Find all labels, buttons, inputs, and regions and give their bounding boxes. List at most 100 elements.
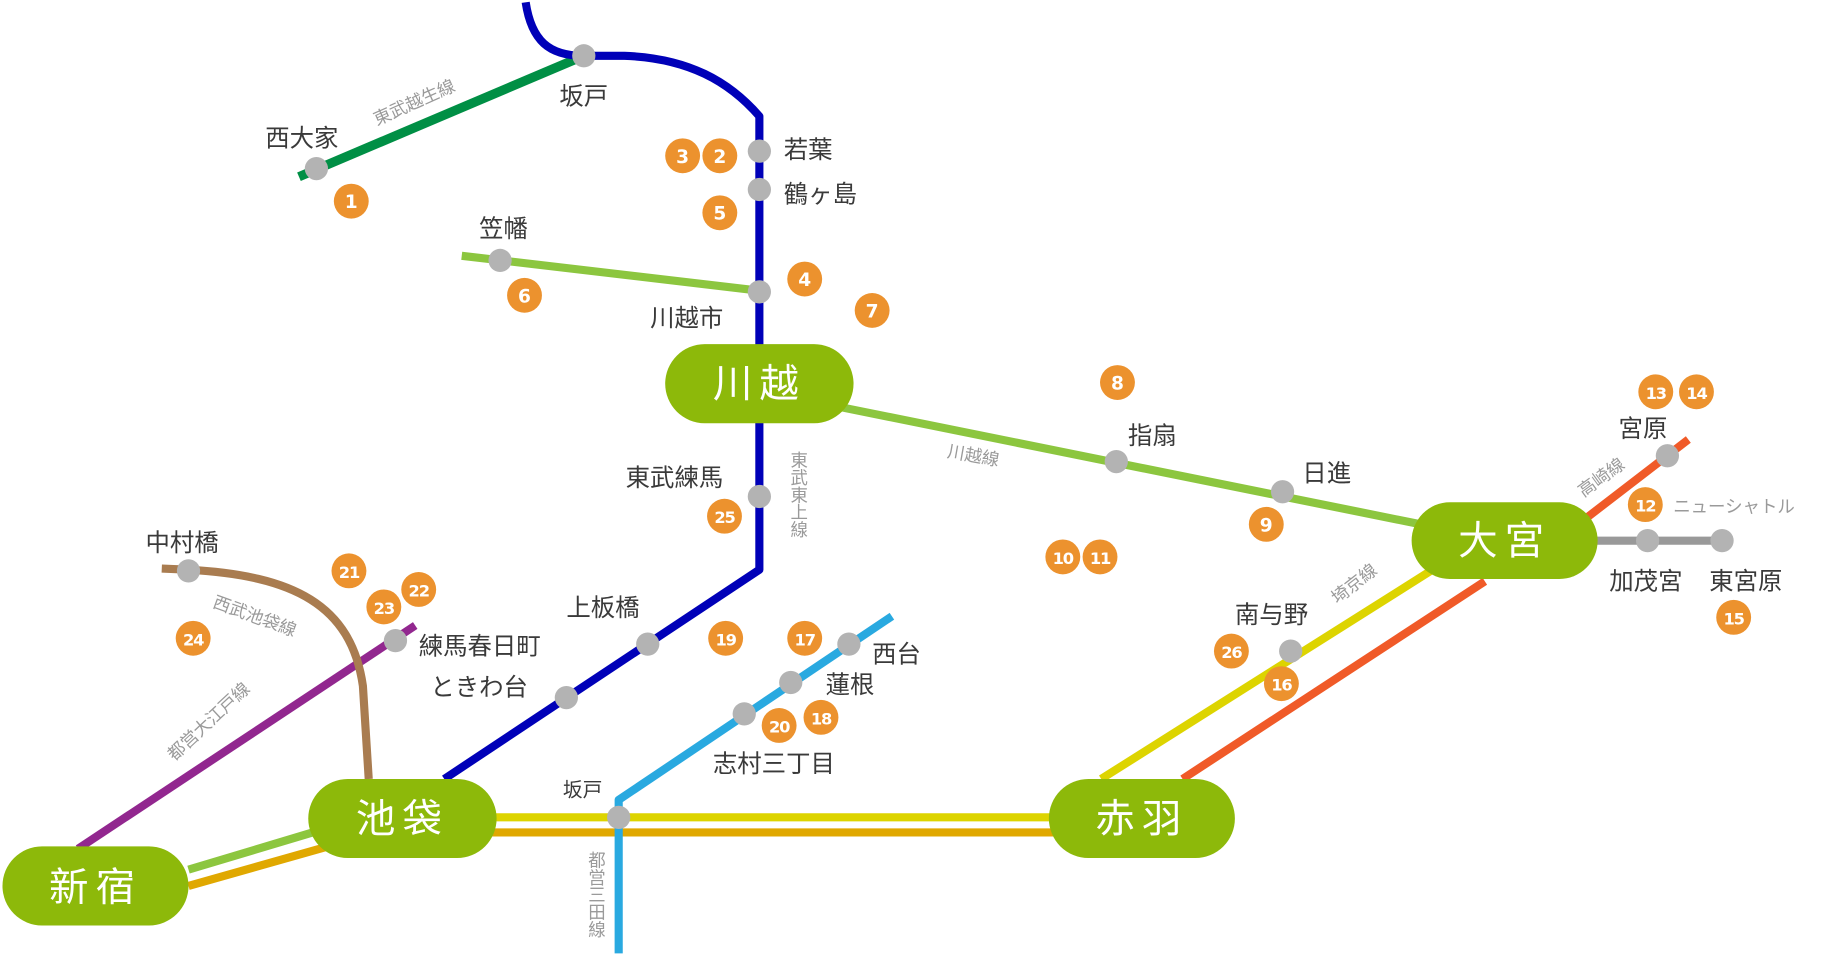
marker-17[interactable]: 17 <box>787 620 823 656</box>
marker-number: 18 <box>811 709 832 728</box>
hub-kawagoe[interactable]: 川越 <box>665 344 854 424</box>
marker-1[interactable]: 1 <box>333 183 369 219</box>
station-label-sakado-south: 坂戸 <box>563 778 603 801</box>
station-dot-sakado-north[interactable] <box>572 44 596 68</box>
station-dot-nishidai[interactable] <box>837 632 861 656</box>
station-label-hasune: 蓮根 <box>826 670 875 699</box>
marker-4[interactable]: 4 <box>787 261 823 297</box>
marker-number: 15 <box>1724 609 1745 628</box>
station-label-nerima-kasugacho: 練馬春日町 <box>419 632 541 661</box>
marker-number: 12 <box>1635 497 1655 516</box>
station-dot-nerima-kasugacho[interactable] <box>383 628 408 653</box>
marker-number: 3 <box>676 147 689 168</box>
marker-24[interactable]: 24 <box>175 620 211 656</box>
marker-circle <box>1679 374 1714 410</box>
station-label-kawagoeshi: 川越市 <box>650 304 723 333</box>
line-seibu-ikebukuro <box>161 564 373 780</box>
marker-22[interactable]: 22 <box>401 572 437 607</box>
hub-akabane[interactable]: 赤羽 <box>1048 778 1235 859</box>
marker-13[interactable]: 13 <box>1638 374 1674 410</box>
hub-ikebukuro[interactable]: 池袋 <box>308 778 497 859</box>
marker-circle <box>702 138 738 174</box>
station-dot-tsurugashima[interactable] <box>747 177 771 202</box>
marker-15[interactable]: 15 <box>1716 599 1752 635</box>
station-dot-shimura-sanchome[interactable] <box>732 702 756 726</box>
marker-12[interactable]: 12 <box>1627 487 1663 523</box>
station-dot-kamo[interactable] <box>1636 529 1660 553</box>
marker-2[interactable]: 2 <box>702 138 738 174</box>
marker-20[interactable]: 20 <box>761 708 797 743</box>
line-green-shinjuku <box>187 827 318 874</box>
station-label-nishidai: 西台 <box>872 640 921 669</box>
marker-21[interactable]: 21 <box>331 553 367 589</box>
marker-circle <box>1716 599 1752 635</box>
hub-label-akabane: 赤羽 <box>1095 796 1188 842</box>
marker-circle <box>665 138 701 174</box>
hub-shinjuku[interactable]: 新宿 <box>2 846 189 926</box>
marker-circle <box>761 708 797 743</box>
marker-circle <box>854 292 890 328</box>
station-dot-miyahara[interactable] <box>1655 444 1680 468</box>
station-dot-kamiitabashi[interactable] <box>636 632 660 656</box>
marker-5[interactable]: 5 <box>702 195 738 231</box>
marker-circle <box>1248 506 1284 542</box>
station-dot-minami-yono[interactable] <box>1279 639 1303 663</box>
line-shonan-shinjuku <box>187 842 330 890</box>
station-dot-nisshin[interactable] <box>1270 480 1295 504</box>
hub-stations: 川越 大宮 池袋 赤羽 新宿 <box>2 344 1598 926</box>
marker-8[interactable]: 8 <box>1100 365 1135 400</box>
marker-10[interactable]: 10 <box>1045 539 1081 575</box>
station-dot-wakaba[interactable] <box>747 139 771 163</box>
station-dot-tobu-nerima[interactable] <box>747 484 771 509</box>
station-dot-nishiooya[interactable] <box>304 156 329 181</box>
station-label-nishiooya: 西大家 <box>265 123 338 152</box>
marker-number: 10 <box>1053 549 1074 568</box>
marker-26[interactable]: 26 <box>1213 633 1249 669</box>
station-dot-sashiogi[interactable] <box>1104 449 1128 474</box>
marker-9[interactable]: 9 <box>1248 506 1284 542</box>
marker-7[interactable]: 7 <box>854 292 890 328</box>
marker-circle <box>787 620 823 656</box>
station-label-kamo: 加茂宮 <box>1609 566 1682 595</box>
marker-number: 6 <box>518 286 531 307</box>
marker-16[interactable]: 16 <box>1263 666 1299 702</box>
hub-omiya[interactable]: 大宮 <box>1411 502 1598 579</box>
marker-circle <box>331 553 367 589</box>
line-tobu-tojo-south <box>442 418 764 783</box>
station-dot-higashimiyahara[interactable] <box>1710 529 1734 553</box>
marker-19[interactable]: 19 <box>708 620 744 656</box>
station-dot-sakado-south[interactable] <box>607 805 631 829</box>
station-dot-hasune[interactable] <box>779 670 803 695</box>
marker-14[interactable]: 14 <box>1679 374 1714 410</box>
marker-circle <box>1100 365 1135 400</box>
marker-circle <box>787 261 823 297</box>
marker-6[interactable]: 6 <box>507 277 542 313</box>
line-label-kawagoe: 川越線 <box>946 442 1001 471</box>
station-dot-nakamurabashi[interactable] <box>176 559 201 583</box>
station-label-tokiwadai: ときわ台 <box>430 672 528 701</box>
marker-circle <box>175 620 211 656</box>
marker-number: 21 <box>339 563 360 582</box>
marker-number: 24 <box>183 630 204 649</box>
hub-label-omiya: 大宮 <box>1458 519 1551 565</box>
marker-23[interactable]: 23 <box>366 589 402 625</box>
station-label-nisshin: 日進 <box>1302 458 1351 487</box>
marker-number: 4 <box>798 270 811 291</box>
marker-25[interactable]: 25 <box>707 498 742 534</box>
marker-11[interactable]: 11 <box>1082 539 1118 575</box>
marker-number: 9 <box>1260 515 1273 536</box>
marker-3[interactable]: 3 <box>665 138 701 174</box>
marker-number: 8 <box>1111 373 1124 394</box>
line-label-saikyo: 埼京線 <box>1328 561 1382 609</box>
station-dot-kawagoeshi[interactable] <box>747 280 771 304</box>
line-tobu-ogose <box>297 51 586 182</box>
station-dot-kasahata[interactable] <box>488 248 512 273</box>
marker-number: 25 <box>714 508 735 527</box>
marker-number: 26 <box>1221 643 1242 662</box>
marker-number: 19 <box>715 630 736 649</box>
marker-18[interactable]: 18 <box>803 699 839 735</box>
station-label-kamiitabashi: 上板橋 <box>566 593 639 622</box>
station-dot-tokiwadai[interactable] <box>554 685 578 710</box>
